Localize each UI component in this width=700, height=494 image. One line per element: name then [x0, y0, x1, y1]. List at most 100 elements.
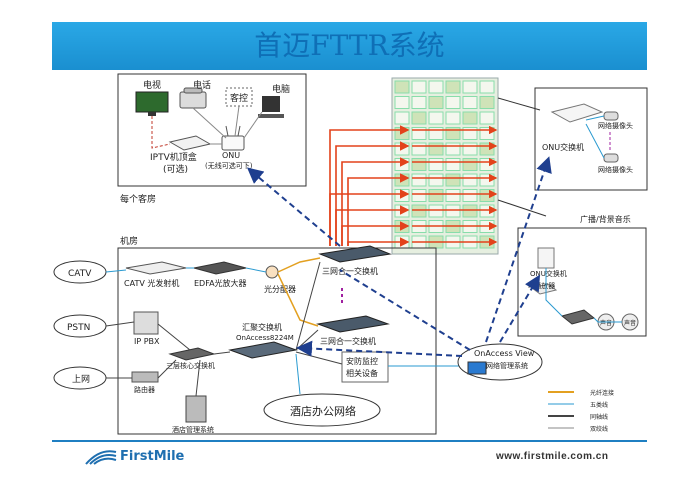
iptv-label: IPTV机顶盒: [150, 151, 197, 163]
catv-tx-label: CATV 光发射机: [124, 278, 179, 288]
fiber-to-floor: [335, 205, 410, 246]
splitter-label: 光分配器: [264, 284, 296, 294]
room-onu-label: ONU: [222, 151, 240, 160]
office-network-cloud: [263, 393, 381, 427]
room-cell: [394, 142, 410, 156]
room-cell: [462, 111, 478, 125]
camera-label-1: 网络摄像头: [598, 121, 633, 130]
room-cell: [411, 96, 427, 109]
room-cell: [394, 96, 410, 109]
fiber-to-floor: [347, 237, 410, 247]
broadcast-caption: 广播/背景音乐: [580, 214, 631, 224]
footer-divider: [52, 440, 647, 442]
title-banner: 首迈FTTR系统: [52, 22, 647, 70]
phone-icon: [179, 87, 207, 109]
room-cell: [394, 158, 410, 171]
catv-tx-icon: [125, 261, 187, 275]
room-cell: [428, 158, 444, 171]
olt-2-label: 三网合一交换机: [320, 336, 376, 346]
security-box: [341, 351, 389, 383]
room-cell: [411, 111, 427, 125]
room-cell: [428, 204, 444, 218]
room-cell: [479, 80, 495, 94]
room-cell: [411, 142, 427, 156]
room-cell: [411, 80, 427, 94]
room-cell: [428, 142, 444, 156]
room-cell: [462, 142, 478, 156]
room-cell: [411, 204, 427, 218]
hms-server-icon: [185, 395, 207, 423]
onu-switch-top-icon: [550, 103, 604, 123]
tv-iptv-link: [151, 116, 171, 149]
page-title: 首迈FTTR系统: [254, 29, 445, 62]
related-label: 相关设备: [346, 368, 378, 378]
room-cell: [394, 204, 410, 218]
room-cell: [462, 189, 478, 202]
room-cell: [428, 173, 444, 187]
room-cell: [445, 173, 461, 187]
core-switch-icon: [168, 347, 216, 361]
room-cell: [394, 173, 410, 187]
splitter-icon: [265, 265, 279, 279]
brand-name: FirstMile: [120, 449, 185, 464]
pc-label: 电脑: [272, 83, 290, 95]
legend-fiber: 光纤连接: [590, 389, 614, 397]
agg-switch-icon: [228, 341, 298, 359]
security-label: 安防监控: [346, 356, 378, 366]
legend-cat5: 五类线: [590, 401, 608, 409]
pbx-label: IP PBX: [134, 337, 160, 346]
room-cell: [462, 96, 478, 109]
building-grid: [391, 77, 499, 255]
broadcast-box: [517, 227, 647, 337]
nms-laptop-icon: [467, 361, 487, 375]
router-label: 路由器: [134, 385, 155, 394]
pc-onu-link: [243, 111, 263, 139]
room-onu-note: (无线可选可下): [205, 161, 253, 170]
broadcast-onu-icon: [537, 247, 555, 269]
guest-room-caption: 每个客房: [120, 193, 156, 205]
iptv-note: (可选): [163, 163, 188, 175]
nms-name: OnAccess View: [474, 349, 535, 358]
room-cell: [479, 173, 495, 187]
amplifier-icon: [560, 309, 596, 325]
client-label: 客控: [230, 92, 248, 104]
room-cell: [479, 158, 495, 171]
agg-switch-model: OnAccess8224M: [236, 334, 294, 342]
legend: 光纤连接 五类线 同轴线 双绞线: [548, 389, 614, 433]
room-cell: [462, 158, 478, 171]
room-cell: [479, 96, 495, 109]
office-network-label: 酒店办公网络: [290, 404, 356, 418]
pbx-icon: [133, 311, 159, 335]
ip-player-label: IP播放器: [528, 281, 555, 290]
iptv-box-icon: [168, 135, 212, 151]
machine-room-caption: 机房: [120, 235, 138, 247]
room-cell: [445, 204, 461, 218]
room-cell: [462, 204, 478, 218]
broadcast-onu-label: ONU交换机: [530, 269, 567, 278]
room-cell: [394, 80, 410, 94]
internet-label: 上网: [72, 374, 90, 385]
onu-switch-top-label: ONU交换机: [542, 142, 584, 152]
fiber-to-floor: [341, 157, 410, 246]
room-cell: [479, 142, 495, 156]
tv-icon: [135, 91, 169, 116]
tv-label: 电视: [143, 79, 161, 91]
hms-label: 酒店管理系统: [172, 425, 214, 434]
room-cell: [462, 173, 478, 187]
edfa-icon: [193, 261, 247, 275]
room-onu-icon: [221, 125, 245, 151]
room-cell: [394, 189, 410, 202]
mgmt-line-olt1: [339, 269, 471, 351]
edfa-label: EDFA光放大器: [194, 278, 247, 288]
agg-switch-label: 汇聚交换机: [242, 322, 282, 332]
room-cell: [411, 189, 427, 202]
site-url[interactable]: www.firstmile.com.cn: [496, 451, 609, 462]
firstmile-logo-icon: [85, 450, 117, 465]
phone-label: 电话: [193, 79, 211, 91]
phone-onu-link: [192, 107, 227, 139]
mgmt-line-room: [246, 167, 341, 247]
olt-2-icon: [316, 315, 390, 333]
room-cell: [479, 204, 495, 218]
room-cell: [445, 142, 461, 156]
